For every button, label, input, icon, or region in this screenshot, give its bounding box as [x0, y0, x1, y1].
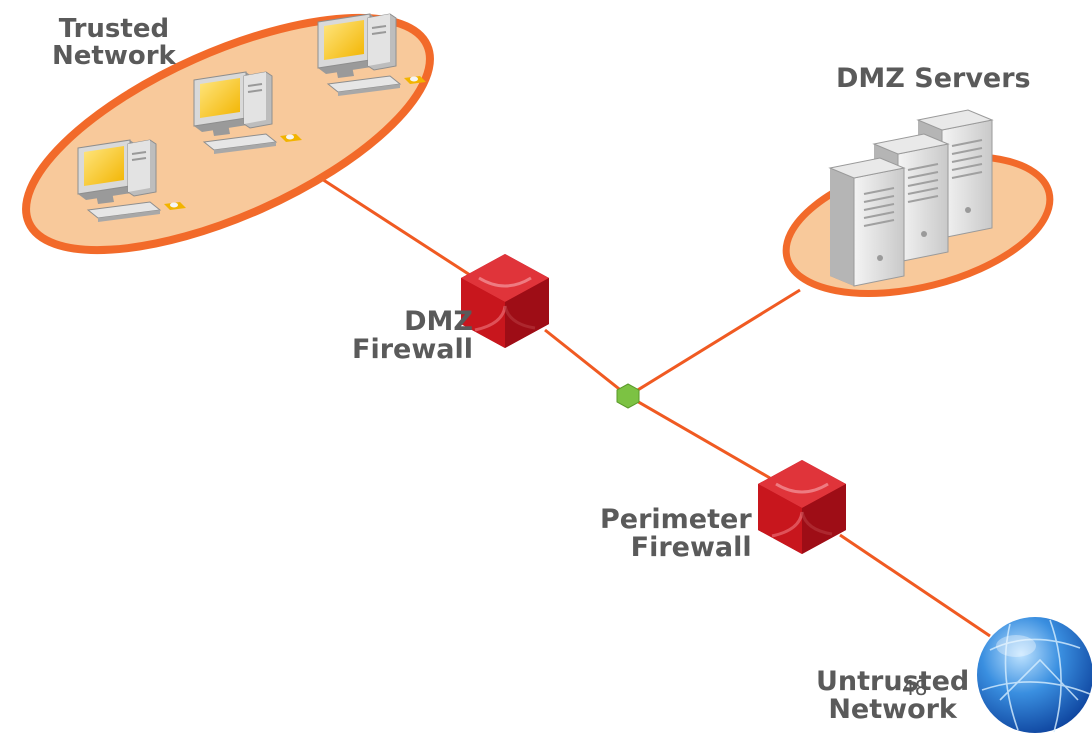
network-links: [307, 168, 991, 638]
globe-icon: [977, 617, 1092, 733]
dmz-servers-zone: [782, 109, 1054, 297]
trusted-network-zone: [22, 13, 434, 255]
untrusted-network-label-line1: Untrusted: [816, 666, 970, 697]
untrusted-network-label-line2: Network: [828, 694, 957, 726]
perimeter-firewall-label-line2: Firewall: [630, 532, 752, 564]
server-icon: [829, 157, 905, 287]
page-number: 48: [902, 676, 928, 700]
dmz-firewall-icon: [459, 252, 551, 350]
link-trusted-to-dmz-firewall: [307, 168, 471, 277]
dmz-firewall-label-line1: DMZ: [404, 306, 473, 337]
link-dmz-firewall-to-junction: [544, 328, 629, 398]
link-junction-to-dmz-servers: [627, 288, 801, 398]
perimeter-firewall-icon: [756, 458, 848, 556]
perimeter-firewall-label: Perimeter Firewall: [600, 504, 752, 564]
link-junction-to-perimeter-firewall: [627, 394, 771, 480]
dmz-firewall-label-line2: Firewall: [352, 334, 473, 366]
perimeter-firewall-label-line1: Perimeter: [600, 504, 752, 535]
trusted-network-label-line1: Trusted: [58, 14, 170, 44]
dmz-servers-label: DMZ Servers: [836, 63, 1031, 94]
link-perimeter-firewall-to-untrusted: [839, 533, 991, 638]
trusted-network-label: Trusted Network: [52, 14, 176, 72]
untrusted-network-label: Untrusted Network: [816, 666, 970, 726]
trusted-network-label-line2: Network: [52, 41, 176, 72]
dmz-firewall-label: DMZ Firewall: [352, 306, 473, 366]
junction-node: [616, 383, 640, 409]
